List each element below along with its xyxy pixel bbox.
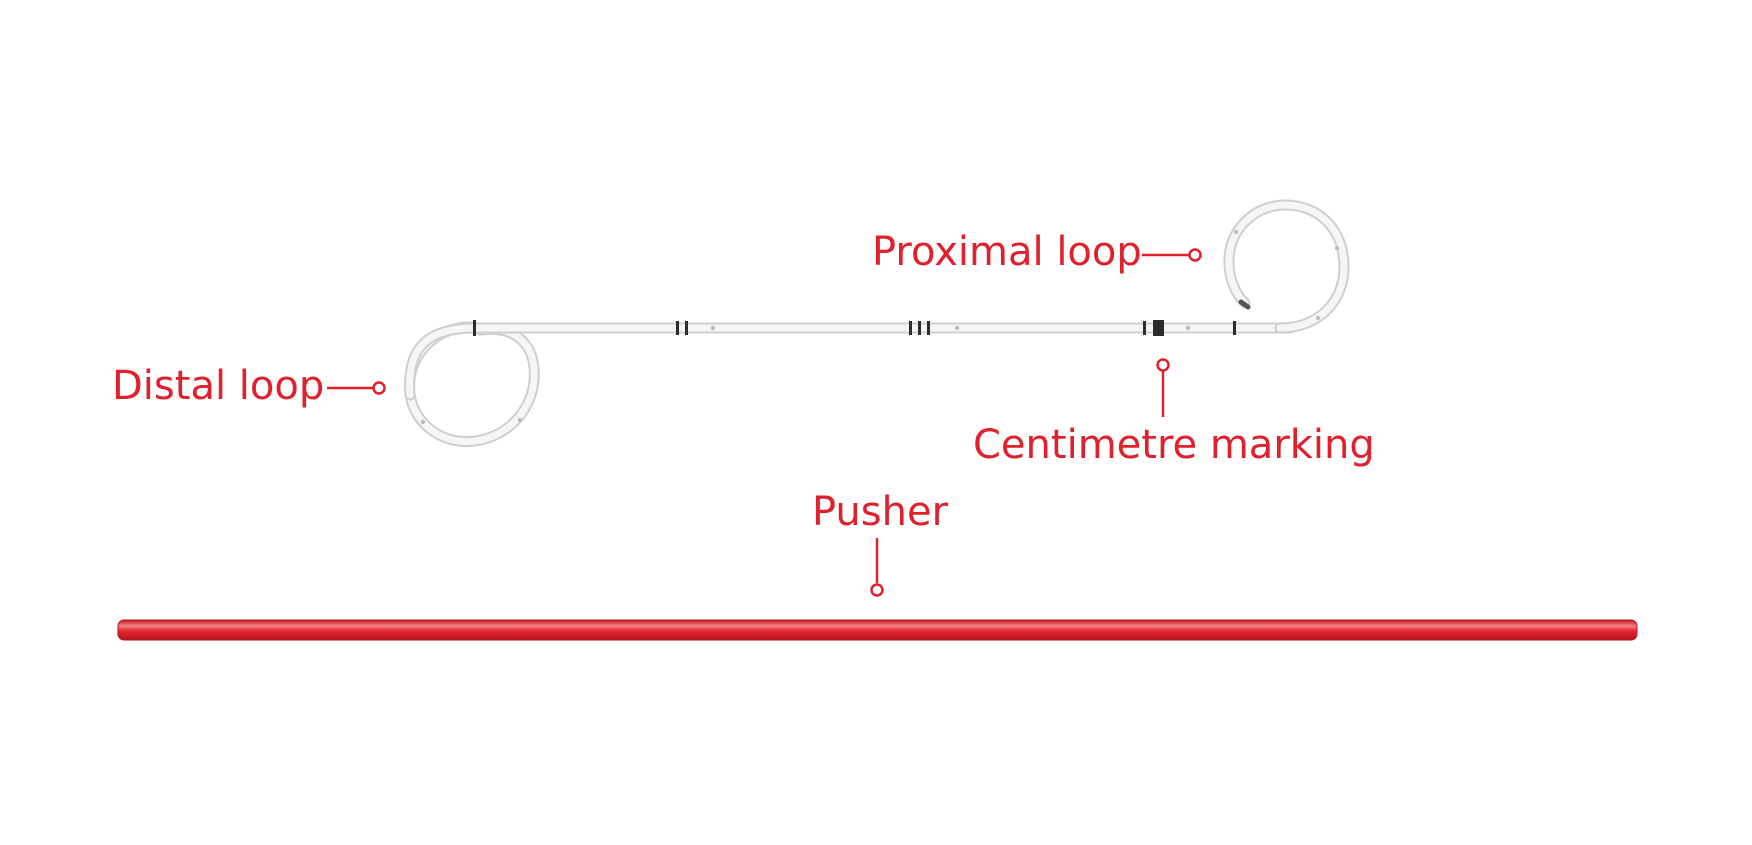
callout-dot — [870, 583, 884, 597]
drainage-hole — [1233, 229, 1239, 235]
stent — [404, 199, 1350, 447]
cm-mark — [927, 321, 930, 335]
pusher — [117, 619, 1638, 641]
cm-mark — [1143, 321, 1146, 335]
drainage-hole — [1315, 315, 1321, 321]
drainage-hole — [1185, 325, 1191, 331]
cm-mark — [1233, 321, 1236, 335]
centimetre-markings — [473, 320, 1236, 336]
cm-mark — [918, 321, 921, 335]
proximal-loop — [1223, 199, 1350, 334]
distal-loop-label: Distal loop — [112, 363, 324, 409]
drainage-hole — [1334, 245, 1340, 251]
proximal-loop-label: Proximal loop — [872, 229, 1142, 275]
drainage-hole — [517, 417, 523, 423]
stent-shaft — [404, 322, 1296, 401]
drainage-hole — [710, 325, 716, 331]
cm-mark — [1153, 320, 1164, 336]
cm-mark — [909, 321, 912, 335]
proximal-loop-callout: Proximal loop — [872, 229, 1202, 275]
cm-mark — [473, 320, 476, 336]
cm-mark — [676, 321, 679, 335]
pusher-callout: Pusher — [812, 489, 949, 597]
centimetre-marking-label: Centimetre marking — [973, 422, 1375, 468]
proximal-tip — [1238, 299, 1251, 310]
callout-dot — [372, 381, 386, 395]
callout-dot — [1156, 358, 1170, 372]
drainage-hole — [954, 325, 960, 331]
centimetre-marking-callout: Centimetre marking — [973, 358, 1375, 468]
drainage-hole — [420, 419, 426, 425]
pusher-label: Pusher — [812, 489, 949, 535]
cm-mark — [685, 321, 688, 335]
distal-loop-callout: Distal loop — [112, 363, 386, 409]
callout-dot — [1188, 248, 1202, 262]
